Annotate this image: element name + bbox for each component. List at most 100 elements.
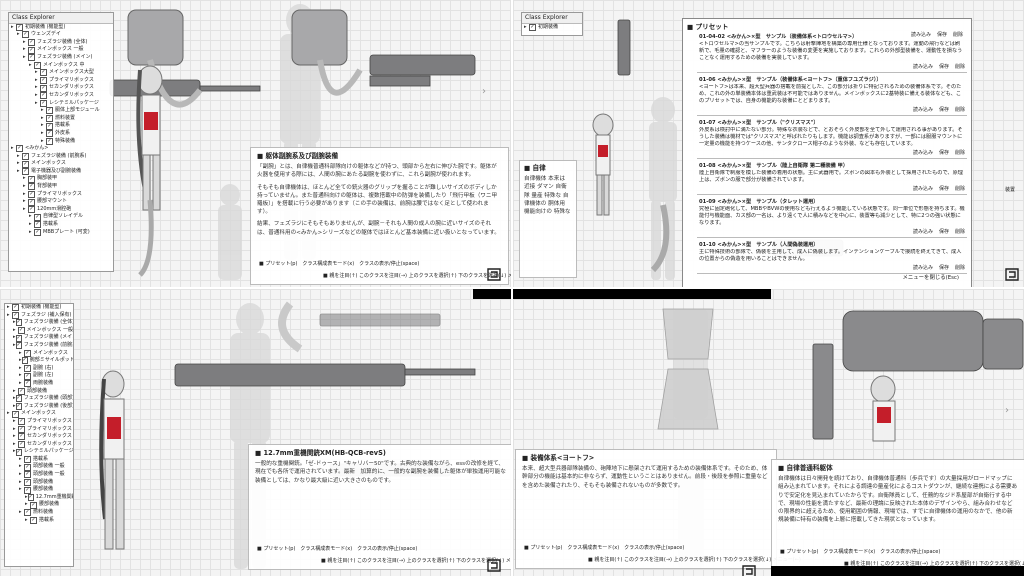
explorer-item[interactable]: ▸✓燃料装置 xyxy=(9,115,113,123)
expand-arrow-icon[interactable]: ▸ xyxy=(19,509,22,516)
visibility-checkbox[interactable]: ✓ xyxy=(28,39,35,47)
explorer-item[interactable]: ▸✓外皮系 xyxy=(9,130,113,138)
visibility-checkbox[interactable]: ✓ xyxy=(529,23,536,31)
explorer-item[interactable]: ▸✓120mm滑腔砲 xyxy=(9,206,113,214)
visibility-checkbox[interactable]: ✓ xyxy=(24,380,31,388)
explorer-item[interactable]: ▸✓フェズラジ装備 (後部) xyxy=(5,403,73,411)
visibility-checkbox[interactable]: ✓ xyxy=(34,213,41,221)
expand-arrow-icon[interactable]: ▸ xyxy=(19,463,22,470)
visibility-checkbox[interactable]: ✓ xyxy=(15,319,22,327)
explorer-item[interactable]: ▸✓12.7mm重機関銃 xyxy=(5,494,73,502)
explorer-item[interactable]: ▸✓初期装備 (機能型) xyxy=(5,304,73,312)
save-button[interactable]: 保存 xyxy=(936,32,947,38)
chevron-right-icon[interactable]: › xyxy=(1005,405,1009,416)
explorer-item[interactable]: ▸✓胴体上部モジュール xyxy=(9,107,113,115)
explorer-item[interactable]: ▸✓プライマリボックス xyxy=(5,426,73,434)
visibility-checkbox[interactable]: ✓ xyxy=(30,501,37,509)
preset-item[interactable]: 01-04-02 <みかん>×型 サンプル（装備体系<トロウセルマ>）<トロウセ… xyxy=(697,33,967,73)
save-button[interactable]: 保存 xyxy=(938,150,949,156)
visibility-checkbox[interactable]: ✓ xyxy=(28,175,35,183)
visibility-checkbox[interactable]: ✓ xyxy=(34,61,41,69)
expand-arrow-icon[interactable]: ▸ xyxy=(13,334,16,341)
expand-arrow-icon[interactable]: ▸ xyxy=(23,46,26,53)
expand-arrow-icon[interactable]: ▸ xyxy=(23,38,26,45)
visibility-checkbox[interactable]: ✓ xyxy=(34,228,41,236)
expand-arrow-icon[interactable]: ▸ xyxy=(23,183,26,190)
expand-arrow-icon[interactable]: ▸ xyxy=(25,493,28,500)
load-button[interactable]: 読み込み xyxy=(912,186,933,192)
explorer-item[interactable]: ▸✓セカンダリボックス xyxy=(9,92,113,100)
explorer-item[interactable]: ▸✓フェズラジ装備 (メイン) xyxy=(9,54,113,62)
menu-row-navigation[interactable]: ■ 親を注目(↑) このクラスを注目(→) 上のクラスを選択(↑) 下のクラスを… xyxy=(321,557,511,564)
expand-arrow-icon[interactable]: ▸ xyxy=(41,114,44,121)
explorer-item[interactable]: ▸✓メインボックス 一般 xyxy=(9,46,113,54)
delete-button[interactable]: 削除 xyxy=(952,32,963,38)
visibility-checkbox[interactable]: ✓ xyxy=(40,92,47,100)
explorer-item[interactable]: ▸✓腰部装備 xyxy=(5,501,73,509)
visibility-checkbox[interactable]: ✓ xyxy=(46,115,53,123)
menu-row-navigation[interactable]: ■ 親を注目(↑) このクラスを注目(→) 上のクラスを選択(↑) 下のクラスを… xyxy=(323,272,511,279)
visibility-checkbox[interactable]: ✓ xyxy=(28,190,35,198)
expand-arrow-icon[interactable]: ▸ xyxy=(13,319,16,326)
visibility-checkbox[interactable]: ✓ xyxy=(24,463,31,471)
explorer-item[interactable]: ▸✓特殊装備 xyxy=(9,138,113,146)
expand-arrow-icon[interactable]: ▸ xyxy=(35,84,38,91)
visibility-checkbox[interactable]: ✓ xyxy=(24,509,31,517)
delete-button[interactable]: 削除 xyxy=(954,64,965,70)
visibility-checkbox[interactable]: ✓ xyxy=(15,403,22,411)
visibility-checkbox[interactable]: ✓ xyxy=(16,145,23,153)
explorer-item[interactable]: ▸✓<みかん> xyxy=(9,145,113,153)
explorer-item[interactable]: ▸✓レシテミルパッケージ xyxy=(5,448,73,456)
expand-arrow-icon[interactable]: ▸ xyxy=(41,122,44,129)
explorer-item[interactable]: ▸✓フェズラジ装備 (頭部) xyxy=(5,395,73,403)
explorer-item[interactable]: ▸✓頭部装備 xyxy=(5,388,73,396)
visibility-checkbox[interactable]: ✓ xyxy=(46,107,53,115)
explorer-item[interactable]: ▸✓フェズラジ装備 (前腕系) xyxy=(9,153,113,161)
expand-arrow-icon[interactable]: ▸ xyxy=(7,311,10,318)
class-explorer-list[interactable]: ▸✓初期装備 (機能型)▸✓ウェンズデイ▸✓フェズラジ装備 (全体)▸✓メインボ… xyxy=(9,24,113,237)
expand-arrow-icon[interactable]: ▸ xyxy=(35,99,38,106)
explorer-item[interactable]: ▸✓セカンダリボックス xyxy=(5,441,73,449)
expand-arrow-icon[interactable]: ▸ xyxy=(23,53,26,60)
expand-arrow-icon[interactable]: ▸ xyxy=(11,23,14,30)
visibility-checkbox[interactable]: ✓ xyxy=(15,342,22,350)
explorer-item[interactable]: ▸✓セカンダリボックス xyxy=(5,433,73,441)
visibility-checkbox[interactable]: ✓ xyxy=(28,198,35,206)
expand-arrow-icon[interactable]: ▸ xyxy=(29,213,32,220)
visibility-checkbox[interactable]: ✓ xyxy=(28,46,35,54)
expand-arrow-icon[interactable]: ▸ xyxy=(13,402,16,409)
explorer-item[interactable]: ▸✓搭載系 xyxy=(5,517,73,525)
visibility-checkbox[interactable]: ✓ xyxy=(18,440,25,448)
explorer-item[interactable]: ▸✓フェズラジ (補入保有) xyxy=(5,312,73,320)
visibility-checkbox[interactable]: ✓ xyxy=(24,456,31,464)
visibility-checkbox[interactable]: ✓ xyxy=(24,349,31,357)
visibility-checkbox[interactable]: ✓ xyxy=(28,183,35,191)
visibility-checkbox[interactable]: ✓ xyxy=(40,77,47,85)
class-explorer-list[interactable]: ▸✓初期装備 xyxy=(522,24,582,32)
load-button[interactable]: 読み込み xyxy=(912,229,933,235)
visibility-checkbox[interactable]: ✓ xyxy=(18,433,25,441)
presets-dialog[interactable]: ■ プリセット 01-04-02 <みかん>×型 サンプル（装備体系<トロウセル… xyxy=(682,18,972,288)
expand-arrow-icon[interactable]: ▸ xyxy=(23,205,26,212)
save-button[interactable]: 保存 xyxy=(938,229,949,235)
explorer-item[interactable]: ▸✓胸部装甲 xyxy=(9,175,113,183)
menu-row-primary[interactable]: ■ プリセット(p) クラス構成表モード(x) クラスの表示/停止(space) xyxy=(259,260,420,267)
visibility-checkbox[interactable]: ✓ xyxy=(28,206,35,214)
explorer-item[interactable]: ▸✓プライマリボックス xyxy=(5,418,73,426)
visibility-checkbox[interactable]: ✓ xyxy=(18,387,25,395)
explorer-item[interactable]: ▸✓プライマリボックス xyxy=(9,191,113,199)
expand-arrow-icon[interactable]: ▸ xyxy=(13,433,16,440)
visibility-checkbox[interactable]: ✓ xyxy=(16,23,23,31)
explorer-item[interactable]: ▸✓フェズラジ装備 (メイン) xyxy=(5,334,73,342)
explorer-item[interactable]: ▸✓両腕装備 xyxy=(5,380,73,388)
visibility-checkbox[interactable]: ✓ xyxy=(24,486,31,494)
explorer-item[interactable]: ▸✓燃料装備 xyxy=(5,509,73,517)
visibility-checkbox[interactable]: ✓ xyxy=(40,84,47,92)
expand-arrow-icon[interactable]: ▸ xyxy=(29,221,32,228)
delete-button[interactable]: 削除 xyxy=(954,107,965,113)
expand-arrow-icon[interactable]: ▸ xyxy=(35,76,38,83)
expand-arrow-icon[interactable]: ▸ xyxy=(13,387,16,394)
load-button[interactable]: 読み込み xyxy=(912,265,933,271)
expand-arrow-icon[interactable]: ▸ xyxy=(19,379,22,386)
viewport-top-left[interactable]: Class Explorer ▸✓初期装備 (機能型)▸✓ウェンズデイ▸✓フェズ… xyxy=(0,0,511,287)
